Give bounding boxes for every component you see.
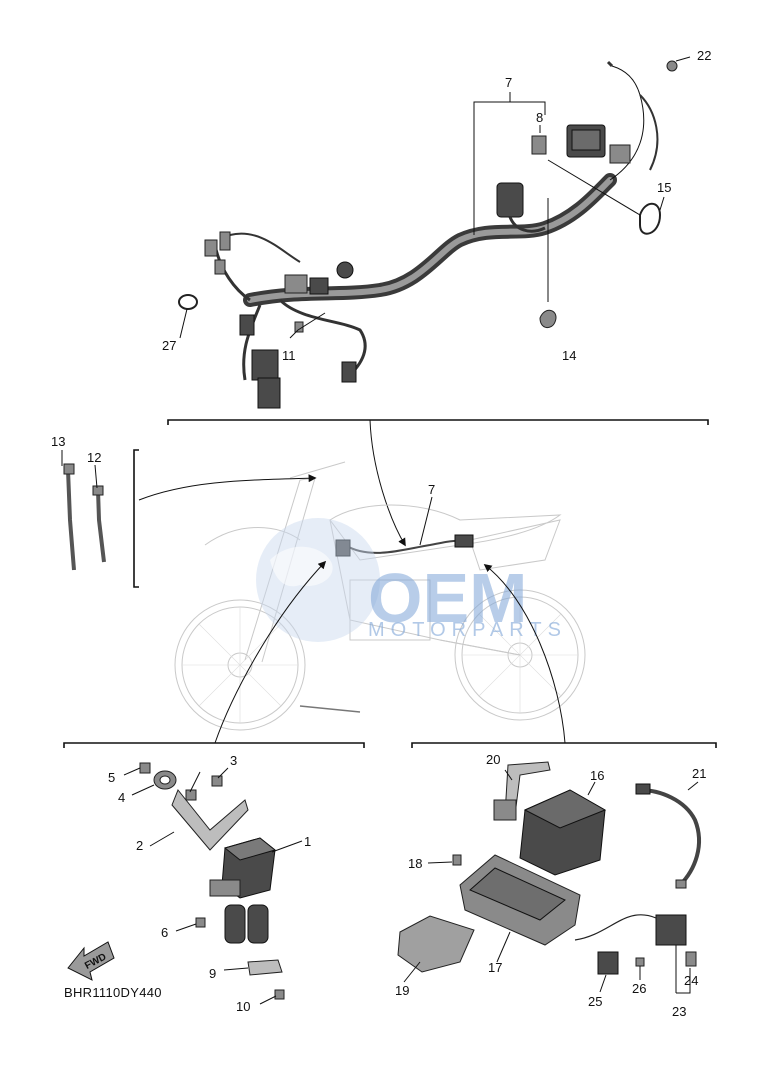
diagram-code: BHR1110DY440 (64, 985, 162, 1000)
callout-13: 13 (51, 434, 65, 449)
cable-ties-group (61, 450, 106, 571)
nut-26-icon[interactable] (635, 957, 645, 967)
callout-4: 4 (118, 790, 125, 805)
bracket-2-icon[interactable] (171, 789, 249, 851)
callout-27: 27 (162, 338, 176, 353)
fuse-24-icon[interactable] (685, 951, 697, 967)
callout-14: 14 (562, 348, 576, 363)
watermark: OEM MOTORPARTS (256, 518, 567, 642)
bolt-18-icon[interactable] (452, 854, 462, 866)
callout-20: 20 (486, 752, 500, 767)
callout-25: 25 (588, 994, 602, 1009)
pad-19-icon[interactable] (397, 915, 475, 973)
motorcycle-outline (174, 461, 586, 731)
callout-7-top: 7 (505, 75, 512, 90)
callout-6: 6 (161, 925, 168, 940)
callout-9: 9 (209, 966, 216, 981)
bolt-6-icon[interactable] (195, 917, 206, 928)
callout-8: 8 (536, 110, 543, 125)
callout-11: 11 (282, 348, 296, 363)
callout-10: 10 (236, 999, 250, 1014)
coupler-icon[interactable] (496, 182, 524, 218)
bottom-left-divider (63, 742, 365, 748)
callout-7-mid: 7 (428, 482, 435, 497)
cable-tie-12-icon[interactable] (96, 489, 106, 563)
bracket-9-icon[interactable] (247, 959, 283, 976)
bolt-3b-icon[interactable] (185, 789, 197, 801)
fuse-8-icon[interactable] (531, 135, 547, 155)
watermark-sub: MOTORPARTS (368, 619, 567, 641)
callout-3: 3 (230, 753, 237, 768)
callout-16: 16 (590, 768, 604, 783)
grommet-27-icon[interactable] (178, 294, 198, 310)
bolt-3-icon[interactable] (211, 775, 223, 787)
wire-harness-group (178, 56, 691, 409)
callout-15: 15 (657, 180, 671, 195)
callout-21: 21 (692, 766, 706, 781)
relay-23-icon[interactable] (655, 914, 687, 946)
callout-17: 17 (488, 960, 502, 975)
callout-18: 18 (408, 856, 422, 871)
callout-19: 19 (395, 983, 409, 998)
callout-1: 1 (304, 834, 311, 849)
top-section-divider (167, 419, 709, 425)
clip-25-icon[interactable] (597, 951, 619, 975)
coil-assembly-icon[interactable] (224, 904, 246, 944)
bottom-right-divider (411, 742, 717, 748)
watermark-main: OEM (368, 559, 527, 637)
callout-23: 23 (672, 1004, 686, 1019)
bottom-left-parts (123, 762, 303, 1005)
callout-22: 22 (697, 48, 711, 63)
callout-labels: 22 7 8 15 14 27 11 13 12 7 5 3 4 2 1 6 9… (51, 48, 711, 1019)
left-section-bracket (133, 449, 139, 588)
battery-cable-21-icon[interactable] (639, 788, 701, 887)
clip-14-icon[interactable] (539, 309, 557, 328)
callout-5: 5 (108, 770, 115, 785)
bottom-right-parts (397, 761, 701, 994)
nut-5-icon[interactable] (139, 762, 151, 774)
bolt-22-icon[interactable] (666, 60, 678, 72)
callout-12: 12 (87, 450, 101, 465)
callout-24: 24 (684, 973, 698, 988)
clamp-15-icon[interactable] (639, 202, 662, 235)
fwd-arrow-icon: FWD (67, 941, 115, 981)
cable-tie-13-icon[interactable] (66, 469, 76, 571)
callout-26: 26 (632, 981, 646, 996)
callout-2: 2 (136, 838, 143, 853)
screw-11-icon[interactable] (294, 321, 304, 333)
bolt-10-icon[interactable] (274, 989, 285, 1000)
